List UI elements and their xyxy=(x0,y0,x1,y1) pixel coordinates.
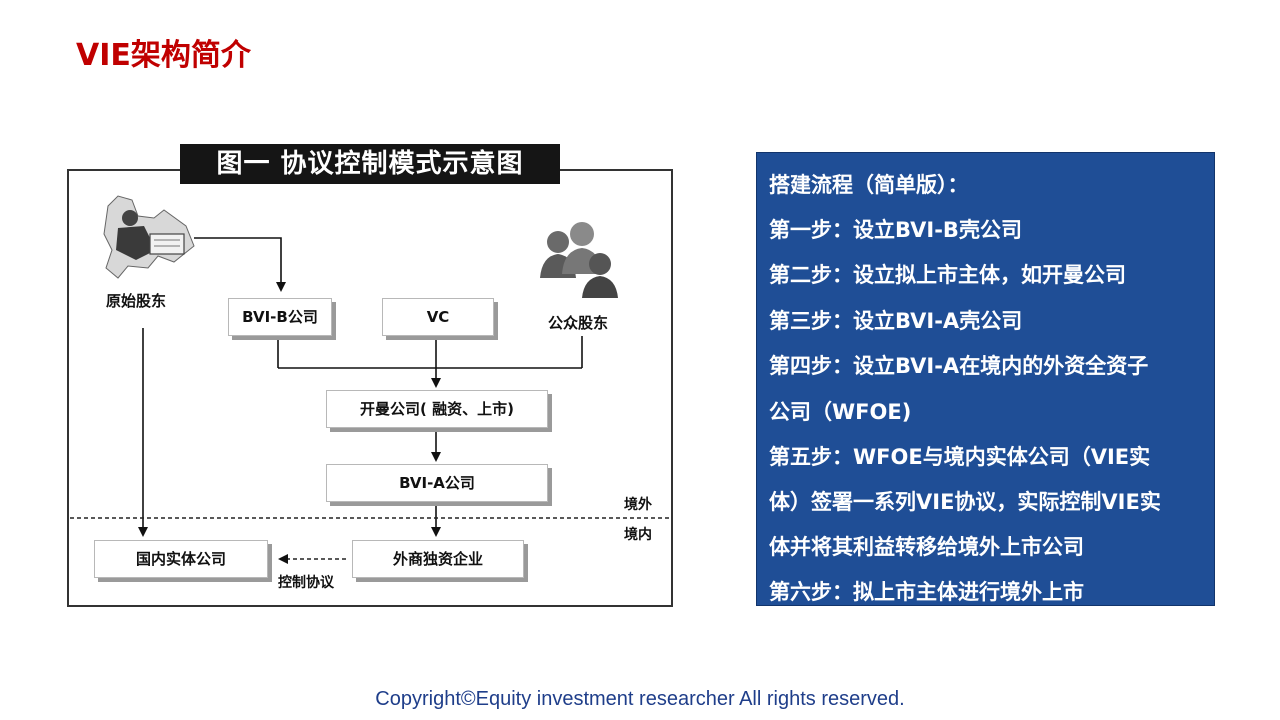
panel-line-step5b: 体）签署一系列VIE协议，实际控制VIE实 xyxy=(769,490,1161,514)
bvi-a-company-box: BVI-A公司 xyxy=(326,464,548,502)
cayman-company-box: 开曼公司( 融资、上市) xyxy=(326,390,548,428)
panel-line-step2: 第二步：设立拟上市主体，如开曼公司 xyxy=(769,263,1126,287)
vie-structure-diagram: 图一 协议控制模式示意图 原始股东 BVI-B公司 VC 公众股东 开曼公司( … xyxy=(66,138,676,608)
public-shareholders-label: 公众股东 xyxy=(548,314,609,332)
panel-line-step6: 第六步：拟上市主体进行境外上市 xyxy=(769,580,1084,604)
offshore-label: 境外 xyxy=(624,497,652,513)
investor-icon xyxy=(103,195,195,279)
onshore-label: 境内 xyxy=(624,527,652,543)
group-people-icon xyxy=(540,222,618,298)
vc-box: VC xyxy=(382,298,494,336)
panel-line-step5a: 第五步：WFOE与境内实体公司（VIE实 xyxy=(769,445,1151,469)
panel-line-step5c: 体并将其利益转移给境外上市公司 xyxy=(769,535,1084,559)
page-title: VIE架构简介 xyxy=(76,38,251,73)
panel-line-step3: 第三步：设立BVI-A壳公司 xyxy=(769,309,1023,333)
wfoe-box: 外商独资企业 xyxy=(352,540,524,578)
original-shareholders-label: 原始股东 xyxy=(106,292,167,310)
panel-line-heading: 搭建流程（简单版）： xyxy=(769,173,969,197)
diagram-title: 图一 协议控制模式示意图 xyxy=(180,144,560,184)
panel-line-step1: 第一步：设立BVI-B壳公司 xyxy=(769,218,1022,242)
arrow-original-to-bvib xyxy=(194,237,286,292)
panel-line-step4a: 第四步：设立BVI-A在境内的外资全资子 xyxy=(769,354,1149,378)
setup-steps-panel: 搭建流程（简单版）： 第一步：设立BVI-B壳公司 第二步：设立拟上市主体，如开… xyxy=(756,152,1215,606)
domestic-entity-box: 国内实体公司 xyxy=(94,540,268,578)
bvi-b-company-box: BVI-B公司 xyxy=(228,298,332,336)
panel-line-step4b: 公司（WFOE) xyxy=(769,400,912,424)
diagram-lines xyxy=(67,169,673,607)
copyright-footer: Copyright©Equity investment researcher A… xyxy=(375,688,905,710)
control-agreement-label: 控制协议 xyxy=(278,575,334,591)
